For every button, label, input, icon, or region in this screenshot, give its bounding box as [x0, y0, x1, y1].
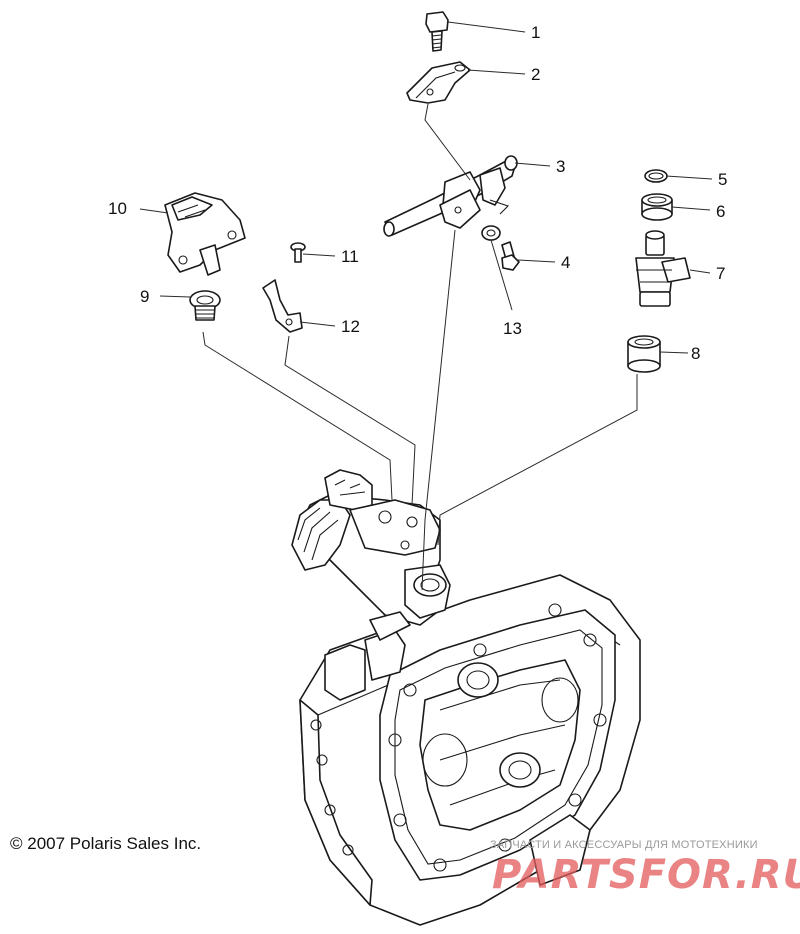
callout-12: 12 — [341, 317, 360, 336]
watermark-logo: PARTSFOR.RU — [492, 852, 800, 898]
callout-8: 8 — [691, 344, 700, 363]
callout-9: 9 — [140, 287, 149, 306]
part-5-o-ring — [644, 169, 668, 183]
callout-3: 3 — [556, 157, 565, 176]
copyright-text: © 2007 Polaris Sales Inc. — [10, 834, 202, 853]
part-7-injector — [635, 230, 691, 307]
part-11-screw — [290, 242, 306, 263]
callout-5: 5 — [718, 170, 727, 189]
callout-10: 10 — [108, 199, 127, 218]
callout-2: 2 — [531, 65, 540, 84]
part-13-washer — [481, 225, 501, 241]
callout-11: 11 — [341, 247, 359, 266]
part-3-fuel-rail — [383, 155, 518, 237]
callout-labels: 1 2 3 4 5 6 7 8 9 10 11 12 13 — [108, 23, 727, 363]
callout-1: 1 — [531, 23, 540, 42]
part-12-bracket — [262, 279, 303, 333]
part-9-plug — [189, 290, 221, 321]
throttle-body — [291, 469, 451, 641]
callout-13: 13 — [503, 319, 522, 338]
cylinder-head — [299, 574, 641, 926]
callout-6: 6 — [716, 202, 725, 221]
part-10-sensor — [164, 192, 246, 276]
part-8-spacer — [627, 335, 661, 373]
part-2-bracket — [406, 61, 471, 104]
part-6-seal — [641, 193, 673, 221]
part-4-bolt — [501, 241, 520, 271]
assembly-lines — [202, 103, 638, 591]
callout-4: 4 — [561, 253, 570, 272]
callout-7: 7 — [716, 264, 725, 283]
callout-leaders — [139, 21, 713, 354]
watermark-caption: ЗАПЧАСТИ И АКСЕССУАРЫ ДЛЯ МОТОТЕХНИКИ — [490, 839, 758, 851]
part-1-bolt — [425, 11, 449, 52]
